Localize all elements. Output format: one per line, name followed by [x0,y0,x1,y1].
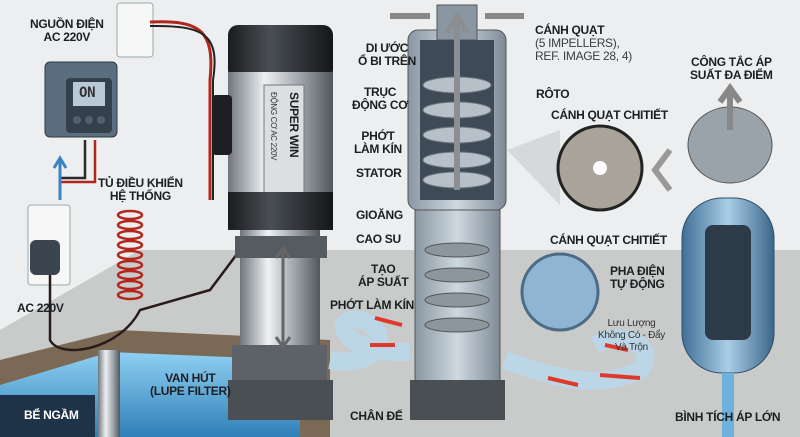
motor-spec: ĐỘNG CƠ AC 220V [269,92,278,161]
label-pressure-tank: BÌNH TÍCH ÁP LỚN [675,410,781,424]
arrow-up-icon [52,155,68,200]
flow-arrows [370,316,641,387]
hose-left [328,310,411,371]
label-impeller-detail-2: CÁNH QUẠT CHITIẾT [550,233,667,247]
label-suction-valve: VAN HÚT(LUPE FILTER) [150,371,231,398]
label-gasket: GIOĂNG [356,208,403,222]
label-rubber: CAO SU [356,232,401,246]
label-base: CHÂN ĐẾ [350,409,403,423]
label-ac-outlet: AC 220V [17,301,64,315]
motor-brand: SUPER WIN [287,92,301,158]
pump-base [228,380,333,420]
motor-cap [228,25,333,80]
label-impellers: CÁNH QUẠT(5 IMPELLERS),REF. IMAGE 28, 4) [535,23,632,63]
wall-outlet-top [116,2,154,58]
coiled-cable [116,209,144,301]
auto-phase-detail [520,252,600,332]
label-underground-tank: BỂ NGẦM [24,408,79,422]
flow-arrow-up [444,10,470,190]
label-stator: STATOR [356,166,402,180]
label-seal-lower: PHỚT LÀM KÍN [330,298,414,312]
control-display: ON [79,85,96,101]
label-rotor: RÔTO [536,87,570,101]
label-impeller-detail-1: CÁNH QUẠT CHITIẾT [551,108,668,122]
suction-valve [98,350,120,437]
hose-right [501,330,655,390]
